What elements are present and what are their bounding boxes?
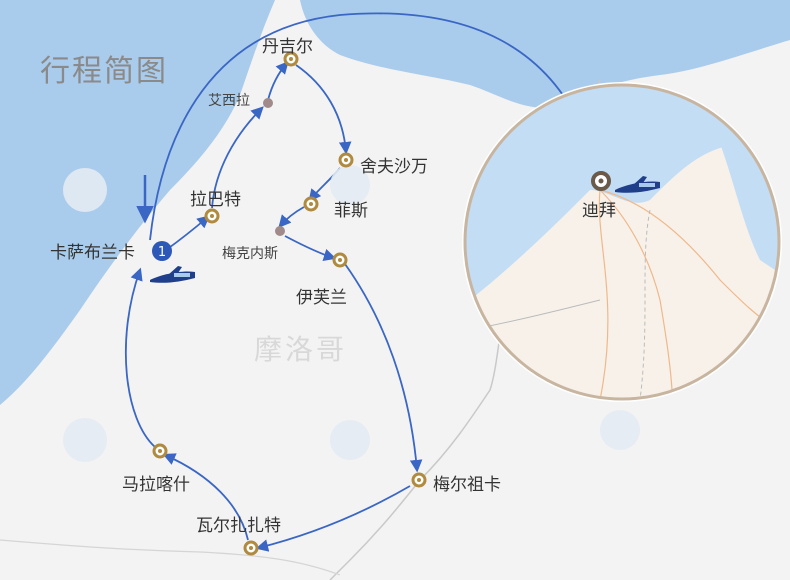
route-casablanca-dubai	[149, 12, 599, 241]
marker-meknes	[275, 226, 285, 236]
label-dubai: 迪拜	[582, 201, 616, 221]
marker-fes	[303, 196, 319, 212]
label-marrakech: 马拉喀什	[122, 475, 190, 495]
route-tetouan-tangier	[267, 61, 289, 101]
route-marrakech-casablanca	[125, 267, 156, 448]
route-meknes-ifrane	[284, 235, 337, 262]
label-tetouan: 艾西拉	[208, 93, 250, 109]
label-chefchaouen: 舍夫沙万	[360, 157, 428, 177]
map-title: 行程简图	[40, 54, 168, 89]
marker-tetouan	[263, 98, 273, 108]
city-markers: 1	[152, 51, 611, 556]
label-rabat: 拉巴特	[190, 190, 241, 210]
label-merzouga: 梅尔祖卡	[433, 475, 501, 495]
route-fes-meknes	[278, 206, 305, 228]
label-casablanca: 卡萨布兰卡	[50, 243, 135, 263]
atlantic-ocean	[0, 0, 275, 405]
watermark-logo	[63, 165, 640, 462]
label-tangier: 丹吉尔	[262, 37, 313, 57]
marker-ouarzazate	[243, 540, 259, 556]
marker-ifrane	[332, 252, 348, 268]
label-ouarzazate: 瓦尔扎扎特	[196, 516, 281, 536]
route-ouarzazate-marrakech	[162, 453, 249, 541]
marker-chefchaouen	[338, 152, 354, 168]
plane-icon-dubai	[615, 176, 660, 193]
marker-merzouga	[411, 472, 427, 488]
mediterranean-sea	[300, 0, 790, 108]
route-ifrane-merzouga	[344, 263, 423, 473]
coast-line	[0, 539, 341, 576]
label-ifrane: 伊芙兰	[296, 288, 347, 308]
start-marker-text: 1	[158, 245, 166, 260]
label-meknes: 梅克内斯	[222, 246, 278, 262]
label-fes: 菲斯	[334, 201, 368, 221]
marker-tangier	[283, 51, 299, 67]
marker-marrakech	[152, 443, 168, 459]
route-lines	[125, 12, 599, 552]
marker-dubai	[591, 171, 611, 191]
route-rabat-tetouan	[211, 106, 264, 209]
marker-casablanca: 1	[152, 241, 172, 261]
country-label: 摩洛哥	[254, 333, 348, 366]
route-tangier-chefchaouen	[295, 64, 352, 155]
plane-icon	[150, 266, 195, 283]
marker-rabat	[204, 208, 220, 224]
route-merzouga-ouarzazate	[255, 485, 411, 552]
